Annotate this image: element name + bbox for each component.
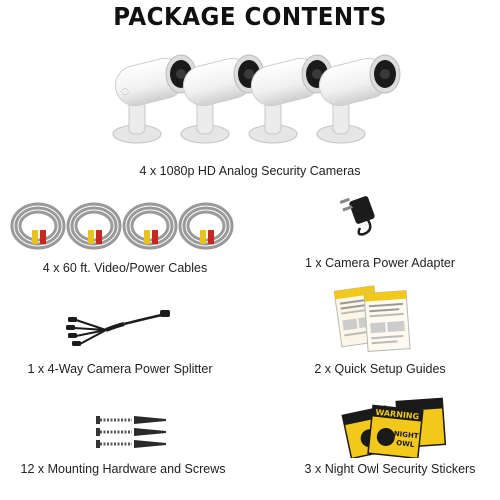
- page-title: PACKAGE CONTENTS: [113, 2, 387, 31]
- cables-illustration: [10, 202, 234, 250]
- svg-text:◌: ◌: [121, 87, 129, 97]
- adapter-caption: 1 x Camera Power Adapter: [304, 256, 456, 270]
- guides-illustration: [333, 285, 411, 352]
- cameras-illustration: ◌: [112, 54, 401, 144]
- screws: [96, 416, 132, 448]
- sticker-night-text: NIGHT: [393, 430, 419, 441]
- splitter-caption: 1 x 4-Way Camera Power Splitter: [27, 362, 213, 376]
- cable-connectors: [32, 230, 214, 244]
- cables-caption: 4 x 60 ft. Video/Power Cables: [42, 261, 208, 275]
- guide-front: [363, 290, 411, 352]
- stickers-illustration: WARNING NIGHT OWL: [341, 397, 447, 458]
- splitter-illustration: [66, 310, 170, 346]
- camera-4: [316, 54, 401, 144]
- cameras-caption: 4 x 1080p HD Analog Security Cameras: [139, 164, 361, 178]
- adapter-illustration: [340, 196, 375, 236]
- guides-caption: 2 x Quick Setup Guides: [314, 362, 446, 376]
- hardware-caption: 12 x Mounting Hardware and Screws: [20, 462, 226, 476]
- anchors: [134, 416, 166, 448]
- camera-3: [248, 54, 333, 144]
- sticker-owl-text: OWL: [396, 439, 415, 449]
- hardware-illustration: [96, 416, 166, 448]
- sticker-3: WARNING NIGHT OWL: [367, 404, 424, 458]
- stickers-caption: 3 x Night Owl Security Stickers: [304, 462, 476, 476]
